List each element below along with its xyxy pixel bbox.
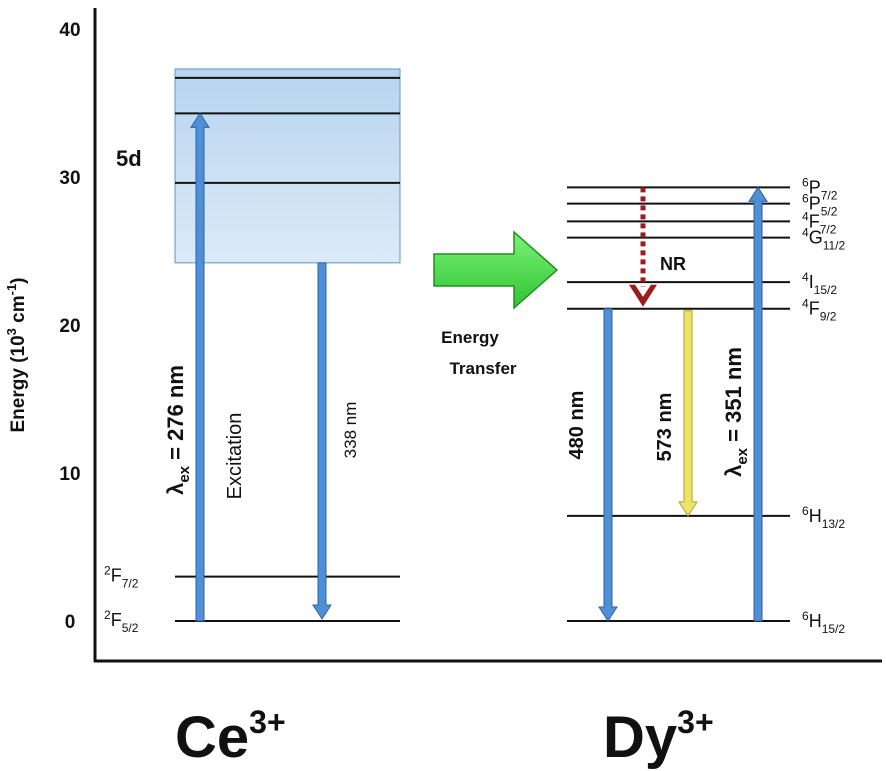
ce-excitation-wavelength-label: λex = 276 nm [163,365,193,495]
y-tick-label: 20 [59,316,80,337]
dy-transition-arrows [598,186,768,622]
dy-excitation-wavelength-label: λex = 351 nm [721,347,751,477]
dy-level-label: 4I15/2 [802,270,837,297]
energy-transfer-arrow [433,230,559,310]
dy-level-label: 4G11/2 [802,226,845,253]
nr-label: NR [660,254,686,274]
dy-level-label: 6P7/2 [802,175,838,202]
ce-emission-arrow [312,262,332,620]
dy-480nm-arrow [598,308,618,622]
y-tick-label: 40 [59,20,80,41]
ce-5d-band-lines [175,76,400,184]
ce-5d-label: 5d [116,146,142,171]
ce-excited-level-label: 2F7/2 [104,564,139,591]
nr-arrow-head [629,284,657,307]
ce-excitation-arrow [190,112,210,622]
dy-level-label: 4F9/2 [802,297,837,324]
y-axis-label: Energy (103 cm-1) [4,277,29,432]
ce-excitation-word: Excitation [224,413,246,500]
dy-level-label: 6H13/2 [802,504,845,531]
dy-level-label: 6P5/2 [802,192,838,219]
dy-excitation-arrow [748,186,768,622]
dy-573nm-arrow [678,310,698,517]
dy-level-label: 4F7/2 [802,209,837,236]
y-tick-label: 30 [59,168,80,189]
y-tick-label: 0 [65,612,76,633]
ce-ground-level-label: 2F5/2 [104,608,139,635]
dy-480nm-label: 480 nm [566,391,588,460]
ce-5d-band [174,68,401,264]
ce-emission-wavelength-label: 338 nm [341,402,360,459]
y-tick-label: 10 [59,464,80,485]
y-tick-labels: 0 10 20 30 40 [59,20,80,633]
dy-573nm-label: 573 nm [654,393,676,462]
dy-level-label: 6H15/2 [802,609,845,636]
energy-transfer-label-line2: Transfer [449,359,516,378]
energy-transfer-label-line1: Energy [441,328,499,347]
ce-ion-label: Ce3+ [175,704,286,770]
dy-ion-label: Dy3+ [603,704,714,770]
